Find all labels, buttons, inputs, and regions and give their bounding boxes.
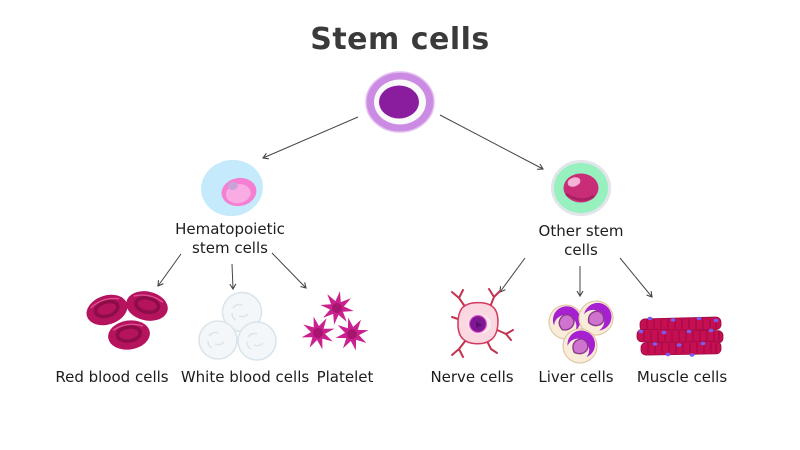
label-other-stem-cells: Other stem cells <box>506 222 656 260</box>
label-line: cells <box>564 241 598 259</box>
arrows <box>157 114 653 298</box>
label-hematopoietic-stem-cells: Hematopoietic stem cells <box>155 220 305 258</box>
stem-cell-icon <box>365 71 435 133</box>
platelets-icon <box>301 291 369 351</box>
label-line: Other stem <box>538 222 624 240</box>
muscle-cells-icon <box>636 316 724 357</box>
label-nerve-cells: Nerve cells <box>430 368 514 386</box>
arrow-other-to-nerve-cells <box>499 257 526 293</box>
white-blood-cells-icon <box>198 291 277 361</box>
label-muscle-cells: Muscle cells <box>636 368 728 386</box>
label-line: stem cells <box>192 239 268 257</box>
liver-cells-icon <box>548 300 614 364</box>
red-blood-cells-icon <box>86 291 168 350</box>
arrow-hematopoietic-to-red-blood-cells <box>157 253 182 287</box>
page-title: Stem cells <box>310 22 490 57</box>
label-platelet: Platelet <box>316 368 374 386</box>
label-liver-cells: Liver cells <box>538 368 614 386</box>
hematopoietic-stem-cell-icon <box>201 159 263 217</box>
arrow-root-to-other <box>439 114 544 170</box>
arrow-hematopoietic-to-white-blood-cells <box>229 263 237 291</box>
other-stem-cell-icon <box>551 160 611 216</box>
arrow-other-to-muscle-cells <box>619 257 653 298</box>
label-white-blood-cells: White blood cells <box>180 368 310 386</box>
label-line: Hematopoietic <box>175 220 285 238</box>
nerve-cell-icon <box>451 288 514 358</box>
label-red-blood-cells: Red blood cells <box>55 368 169 386</box>
arrow-root-to-hematopoietic <box>262 116 359 160</box>
arrow-hematopoietic-to-platelet <box>271 252 307 289</box>
